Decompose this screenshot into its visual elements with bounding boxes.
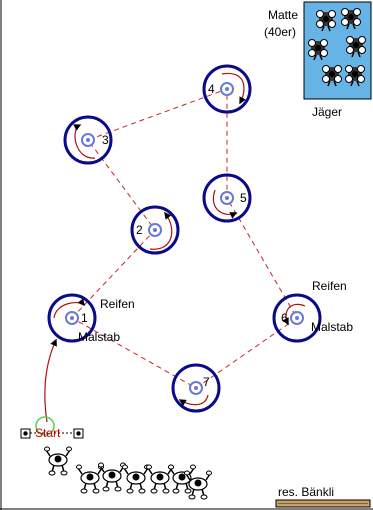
runner-figure-icon [121,464,151,494]
hoop-icon [47,293,97,343]
run-line-start [44,338,57,423]
station-number: 7 [203,375,210,389]
station-number: 1 [81,311,88,325]
station-number: 2 [136,223,143,237]
station-4: 4 [202,64,252,114]
hoop-icon [63,115,113,165]
hunters-label: Jäger [312,105,342,119]
station-number: 3 [102,133,109,147]
hoop-icon [202,64,252,114]
station-1: 1 [47,293,97,343]
run-curve [221,72,246,105]
run-curve [212,189,238,219]
station-7: 7 [171,363,221,413]
reserve-bench-label: res. Bänkli [278,485,334,499]
hoop-icon [171,363,221,413]
hoop-label: Reifen [100,297,135,311]
runner-figure-icon [97,462,127,492]
station-3: 3 [63,115,113,165]
run-curve [53,298,85,319]
stick-label: Malstab [311,320,353,334]
station-number: 6 [281,311,288,325]
station-number: 4 [208,82,215,96]
mat-label: Matte [268,8,298,22]
mat-size-label: (40er) [264,25,296,39]
start-circle [35,416,55,436]
station-6: 6 [272,293,322,343]
runner-figure-icon [43,446,73,476]
station-2: 2 [130,205,180,255]
runner-figure-icon [75,464,105,494]
runner-figure-icon [183,470,213,500]
run-curve [149,211,173,250]
station-5: 5 [202,173,252,223]
course-path [71,88,298,389]
hoop-icon [130,205,180,255]
hoop-icon [272,293,322,343]
hoop-label: Reifen [312,279,347,293]
run-curve [73,124,96,159]
station-number: 5 [240,191,247,205]
hoop-icon [202,173,252,223]
start-label: Start [35,426,61,440]
stick-label: Malstab [78,330,120,344]
run-curve [282,303,306,326]
run-curve [178,394,209,407]
